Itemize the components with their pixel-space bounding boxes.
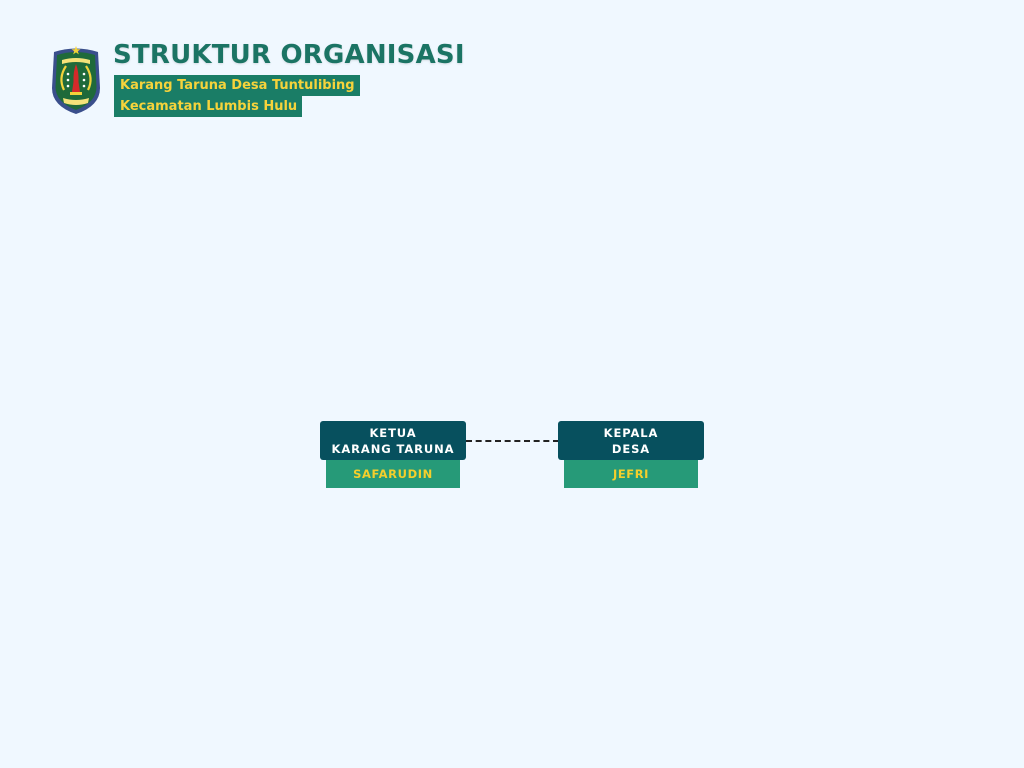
role-title-line: KARANG TARUNA: [331, 442, 455, 456]
page-title: STRUKTUR ORGANISASI: [113, 40, 465, 70]
person-name-safarudin: SAFARUDIN: [326, 460, 460, 488]
role-title-line: KETUA: [369, 426, 417, 440]
role-box-kepala-desa: KEPALA DESA: [558, 421, 704, 460]
regency-crest-icon: [52, 46, 100, 114]
dashed-connector-line: [466, 440, 559, 442]
role-title-line: DESA: [611, 442, 651, 456]
role-title-line: KEPALA: [603, 426, 659, 440]
district-name-label: Kecamatan Lumbis Hulu: [114, 96, 303, 117]
role-box-ketua-karang-taruna: KETUA KARANG TARUNA: [320, 421, 466, 460]
person-name-jefri: JEFRI: [564, 460, 698, 488]
organization-name-label: Karang Taruna Desa Tuntulibing: [114, 75, 360, 96]
